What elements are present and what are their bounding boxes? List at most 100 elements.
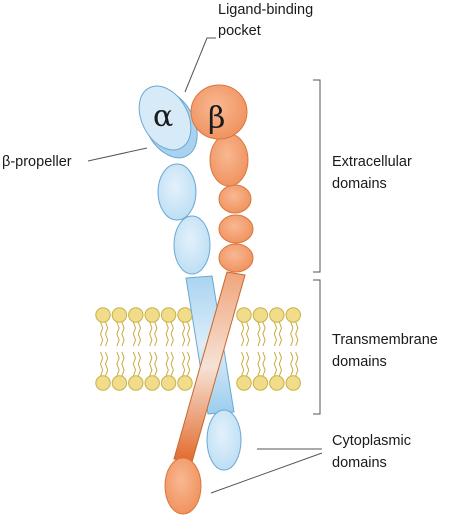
lipid-tail-top [132, 321, 137, 347]
beta-domain-5 [218, 243, 254, 273]
beta-domain-2 [209, 133, 249, 187]
lipid-tail-top [181, 321, 186, 347]
lipid-head-top [111, 307, 128, 323]
lipid-tail-top [104, 321, 109, 347]
lipid-tail-bottom [116, 351, 120, 377]
lipid-head-bottom [236, 375, 252, 391]
lipid-tail-top [262, 321, 266, 347]
lipid-tail-bottom [170, 351, 174, 377]
phospholipid-pair [285, 307, 301, 391]
lipid-head-bottom [285, 375, 301, 391]
lipid-tail-top [245, 321, 250, 347]
alpha-cytoplasmic-domain [206, 409, 242, 471]
phospholipid-pair [177, 307, 193, 391]
lipid-tail-top [137, 321, 142, 347]
phospholipid-pair [111, 307, 128, 391]
lipid-tail-bottom [165, 351, 169, 377]
beta-domain-3 [218, 184, 252, 214]
phospholipid-pair [144, 307, 160, 391]
lipid-head-bottom [144, 375, 160, 391]
lipid-tail-top [240, 321, 245, 347]
beta-domain-4 [218, 214, 254, 244]
transmembrane-bracket [313, 279, 321, 415]
lipid-head-top [160, 307, 177, 323]
lipid-tail-bottom [132, 351, 137, 377]
lipid-tail-top [278, 321, 283, 347]
lipid-head-bottom [177, 375, 193, 391]
lipid-head-bottom [95, 375, 111, 391]
lipid-tail-top [186, 321, 191, 347]
lipid-tail-top [290, 321, 294, 347]
alpha-domain-2 [157, 163, 197, 221]
lipid-tail-top [273, 321, 278, 347]
lipid-tail-bottom [295, 351, 299, 377]
lipid-tail-bottom [273, 351, 278, 377]
propeller-label: β-propeller [2, 154, 72, 170]
transmembrane-label-line2: domains [332, 354, 387, 370]
transmembrane-label-line1: Transmembrane [332, 332, 438, 348]
extracellular-label-line1: Extracellular [332, 154, 412, 170]
phospholipid-pair [95, 307, 111, 391]
ligand-pointer [184, 37, 216, 93]
lipid-head-top [285, 307, 301, 323]
lipid-tail-bottom [278, 351, 283, 377]
phospholipid-pair [236, 307, 252, 391]
lipid-tail-top [165, 321, 169, 347]
lipid-tail-top [295, 321, 299, 347]
cytoplasmic-pointer-beta [210, 452, 323, 494]
cytoplasmic-label-line2: domains [332, 455, 387, 471]
lipid-tail-top [121, 321, 125, 347]
lipid-tail-bottom [121, 351, 125, 377]
lipid-tail-bottom [290, 351, 294, 377]
lipid-tail-bottom [262, 351, 266, 377]
lipid-tail-bottom [99, 351, 104, 377]
phospholipid-pair [160, 307, 177, 391]
lipid-tail-top [99, 321, 104, 347]
lipid-head-bottom [160, 375, 177, 391]
lipid-tail-top [170, 321, 174, 347]
lipid-head-bottom [269, 375, 285, 391]
lipid-tail-bottom [154, 351, 158, 377]
lipid-head-top [269, 307, 285, 323]
ligand-binding-label-line1: Ligand-binding [218, 2, 313, 18]
lipid-head-top [128, 307, 144, 323]
alpha-symbol: α [153, 99, 173, 134]
alpha-propeller-head [138, 85, 192, 151]
pointer-lines [87, 37, 323, 494]
lipid-tail-top [116, 321, 120, 347]
lipid-head-bottom [128, 375, 144, 391]
lipid-tail-top [154, 321, 158, 347]
phospholipid-pair [269, 307, 285, 391]
beta-subunit [164, 84, 254, 515]
lipid-tail-bottom [186, 351, 191, 377]
lipid-tail-bottom [149, 351, 153, 377]
lipid-head-top [144, 307, 160, 323]
lipid-tail-bottom [245, 351, 250, 377]
lipid-bilayer [95, 307, 301, 391]
lipid-tail-bottom [257, 351, 261, 377]
lipid-tail-bottom [137, 351, 142, 377]
beta-cytoplasmic-domain [164, 457, 202, 515]
lipid-tail-bottom [181, 351, 186, 377]
lipid-head-top [252, 307, 269, 323]
lipid-head-top [95, 307, 111, 323]
lipid-head-bottom [111, 375, 128, 391]
lipid-head-top [236, 307, 252, 323]
lipid-tail-top [149, 321, 153, 347]
phospholipid-pair [252, 307, 269, 391]
propeller-pointer [87, 147, 148, 162]
ligand-binding-label-line2: pocket [218, 23, 261, 39]
lipid-tail-top [257, 321, 261, 347]
phospholipid-pair [128, 307, 144, 391]
lipid-tail-bottom [240, 351, 245, 377]
brackets [313, 79, 321, 415]
extracellular-bracket [313, 79, 321, 273]
extracellular-label-line2: domains [332, 176, 387, 192]
lipid-tail-bottom [104, 351, 109, 377]
lipid-head-bottom [252, 375, 269, 391]
cytoplasmic-label-line1: Cytoplasmic [332, 433, 411, 449]
lipid-head-top [177, 307, 193, 323]
beta-head [190, 84, 248, 140]
